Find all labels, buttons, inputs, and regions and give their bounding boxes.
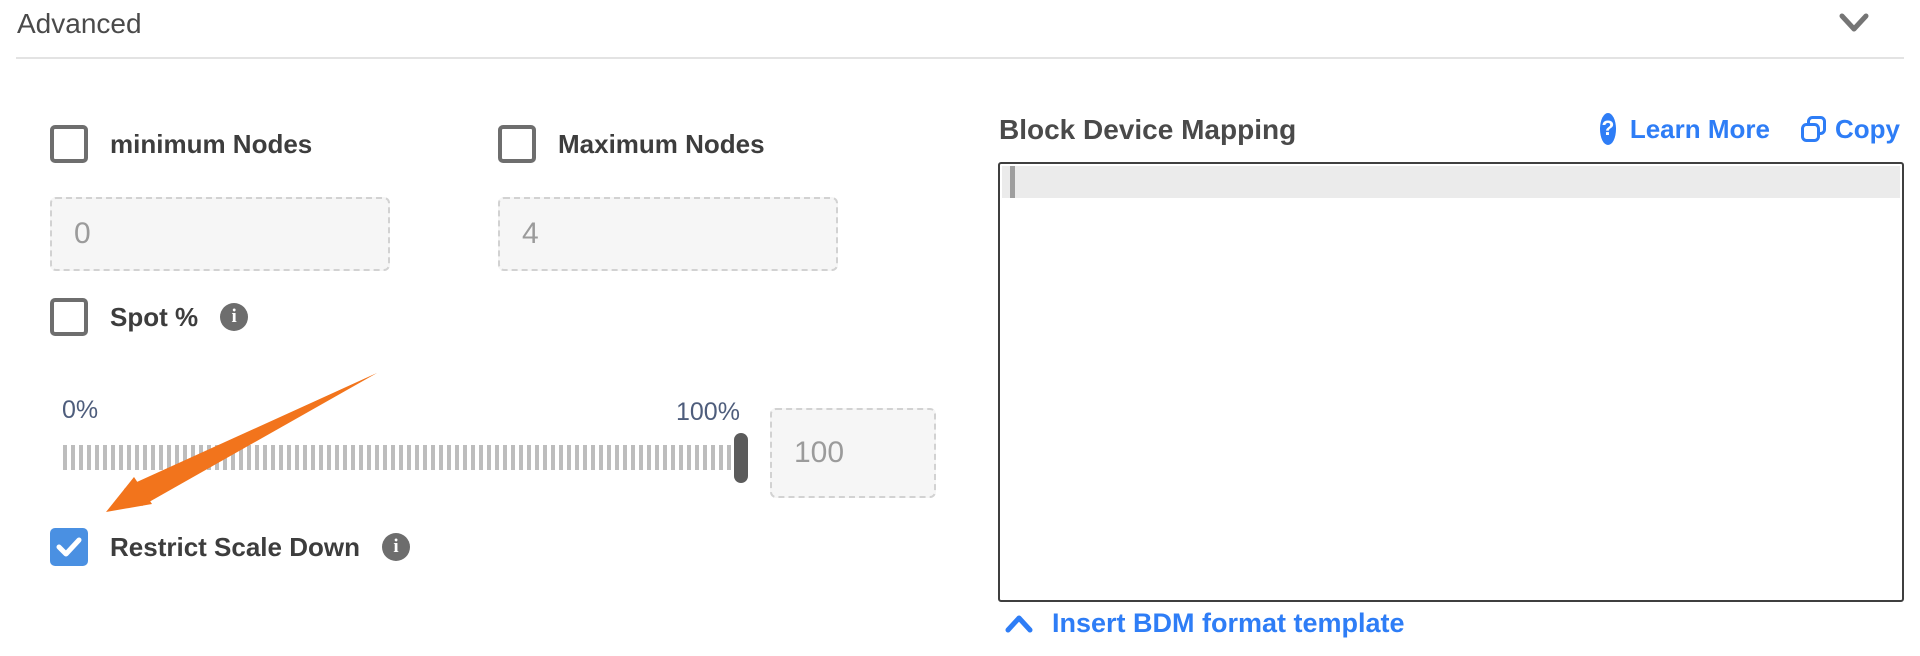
minimum-nodes-label: minimum Nodes	[110, 128, 313, 159]
minimum-nodes-row: minimum Nodes	[50, 124, 312, 164]
chevron-up-icon	[1005, 615, 1033, 632]
section-title-advanced: Advanced	[17, 8, 142, 39]
spot-percent-label: Spot %	[110, 301, 199, 332]
copy-icon	[1801, 116, 1826, 142]
restrict-scale-down-checkbox[interactable]	[50, 528, 88, 566]
check-icon	[56, 537, 82, 557]
slider-max-label: 100%	[676, 398, 740, 426]
editor-active-line-highlight	[1002, 166, 1900, 198]
maximum-nodes-input[interactable]	[498, 197, 838, 271]
minimum-nodes-checkbox[interactable]	[50, 125, 88, 163]
learn-more-link[interactable]: Learn More	[1629, 113, 1770, 144]
copy-button[interactable]: Copy	[1800, 114, 1900, 145]
maximum-nodes-checkbox[interactable]	[498, 125, 536, 163]
copy-label: Copy	[1835, 113, 1900, 144]
editor-cursor	[1010, 166, 1015, 198]
spot-percent-row: Spot % i	[50, 297, 249, 337]
insert-bdm-template-link[interactable]: Insert BDM format template	[1004, 608, 1405, 639]
minimum-nodes-input[interactable]	[50, 197, 390, 271]
spot-percent-slider-handle[interactable]	[734, 433, 748, 483]
spot-percent-value-input[interactable]	[770, 408, 936, 498]
chevron-down-icon[interactable]	[1838, 10, 1870, 36]
info-icon[interactable]: i	[220, 303, 249, 331]
restrict-scale-down-label: Restrict Scale Down	[110, 531, 360, 562]
spot-percent-slider-track[interactable]	[63, 445, 737, 470]
bdm-editor[interactable]	[998, 162, 1904, 602]
slider-min-label: 0%	[62, 396, 99, 424]
section-divider	[16, 57, 1904, 59]
info-icon[interactable]: i	[381, 533, 410, 561]
insert-bdm-template-label: Insert BDM format template	[1052, 608, 1405, 638]
spot-percent-checkbox[interactable]	[50, 298, 88, 336]
question-circle-icon[interactable]: ?	[1600, 113, 1616, 145]
bdm-actions: ? Learn More Copy	[1600, 111, 1900, 147]
orange-arrow-annotation	[106, 373, 377, 512]
maximum-nodes-label: Maximum Nodes	[558, 128, 765, 159]
maximum-nodes-row: Maximum Nodes	[498, 124, 765, 164]
restrict-scale-down-row: Restrict Scale Down i	[50, 527, 410, 567]
bdm-panel-title: Block Device Mapping	[999, 114, 1297, 145]
